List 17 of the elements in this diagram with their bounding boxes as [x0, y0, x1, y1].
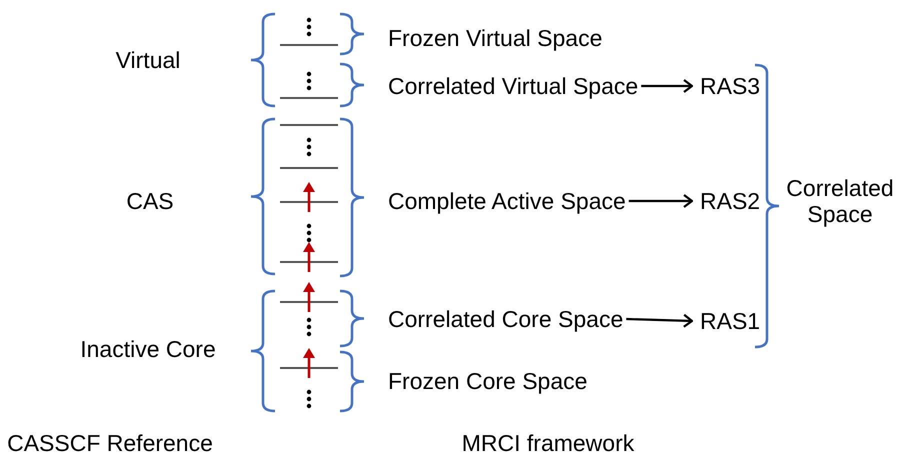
arrow [628, 194, 694, 208]
space-label: RAS1 [700, 308, 760, 334]
space-label: RAS2 [700, 188, 760, 214]
space-label: Correlated Virtual Space [388, 73, 638, 99]
space-label: RAS3 [700, 73, 760, 99]
arrow [641, 78, 694, 94]
space-label: Complete Active Space [388, 188, 626, 214]
space-label: Frozen Virtual Space [388, 25, 602, 51]
group-label: Virtual [116, 47, 180, 73]
group-label: Correlated Space [785, 175, 895, 227]
group-label: Inactive Core [80, 336, 216, 362]
caption-label: MRCI framework [462, 430, 634, 456]
group-label: CAS [126, 188, 174, 214]
space-label: Frozen Core Space [388, 368, 588, 394]
arrow [626, 314, 694, 328]
caption-label: CASSCF Reference [7, 430, 213, 456]
space-label: Correlated Core Space [388, 306, 624, 332]
